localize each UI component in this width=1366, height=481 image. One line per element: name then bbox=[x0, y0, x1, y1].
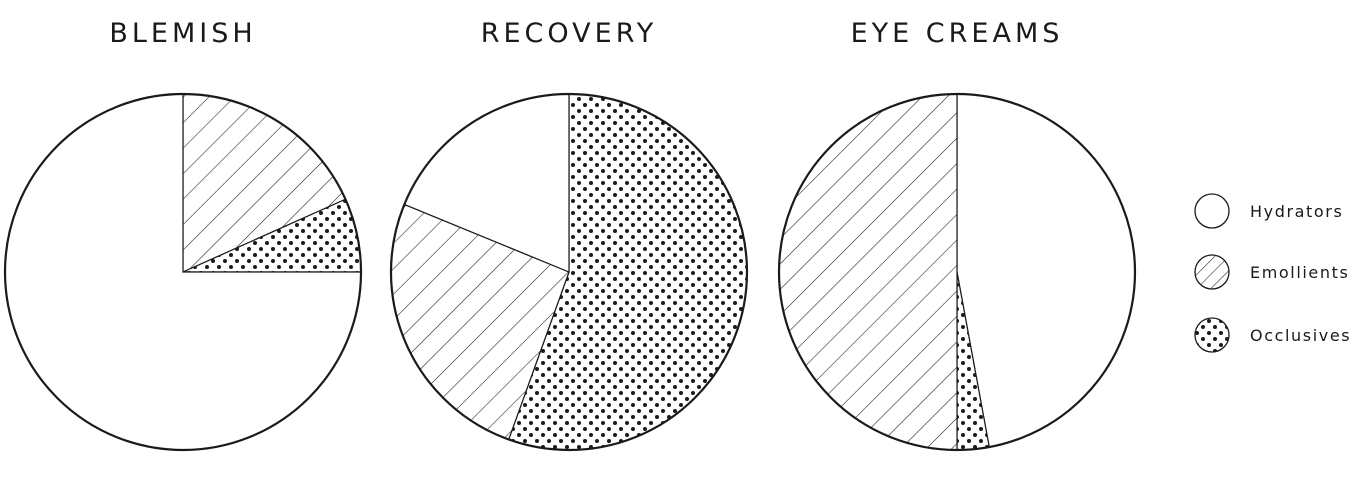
legend-item-emollients: Emollients bbox=[1194, 254, 1349, 290]
pie-outline-blemish bbox=[3, 92, 363, 452]
pie-chart-blemish: BLEMISH bbox=[3, 18, 363, 452]
pie-slice-eye-creams-hydrators bbox=[956, 93, 1136, 448]
pie-slice-eye-creams-emollients bbox=[778, 93, 958, 451]
legend-item-occlusives: Occlusives bbox=[1194, 317, 1351, 353]
legend-label-emollients: Emollients bbox=[1250, 263, 1349, 282]
legend-swatch-occlusives bbox=[1194, 317, 1230, 353]
pie-title-recovery: RECOVERY bbox=[481, 18, 658, 49]
legend-label-occlusives: Occlusives bbox=[1250, 326, 1351, 345]
pie-outline-recovery bbox=[389, 92, 749, 452]
legend-swatch-emollients bbox=[1194, 254, 1230, 290]
pie-chart-eye-creams: EYE CREAMS bbox=[777, 18, 1137, 452]
pie-slices-blemish bbox=[3, 92, 363, 452]
legend-item-hydrators: Hydrators bbox=[1194, 193, 1343, 229]
legend-swatch-hydrators bbox=[1194, 193, 1230, 229]
pie-title-eye-creams: EYE CREAMS bbox=[851, 18, 1064, 49]
legend-label-hydrators: Hydrators bbox=[1250, 202, 1343, 221]
pie-slices-recovery bbox=[389, 92, 749, 452]
pie-title-blemish: BLEMISH bbox=[109, 18, 256, 49]
pie-chart-recovery: RECOVERY bbox=[389, 18, 749, 452]
pie-outline-eye-creams bbox=[777, 92, 1137, 452]
pie-slices-eye-creams bbox=[777, 92, 1137, 452]
legend: Hydrators Emollients Occlusives bbox=[1194, 193, 1351, 353]
